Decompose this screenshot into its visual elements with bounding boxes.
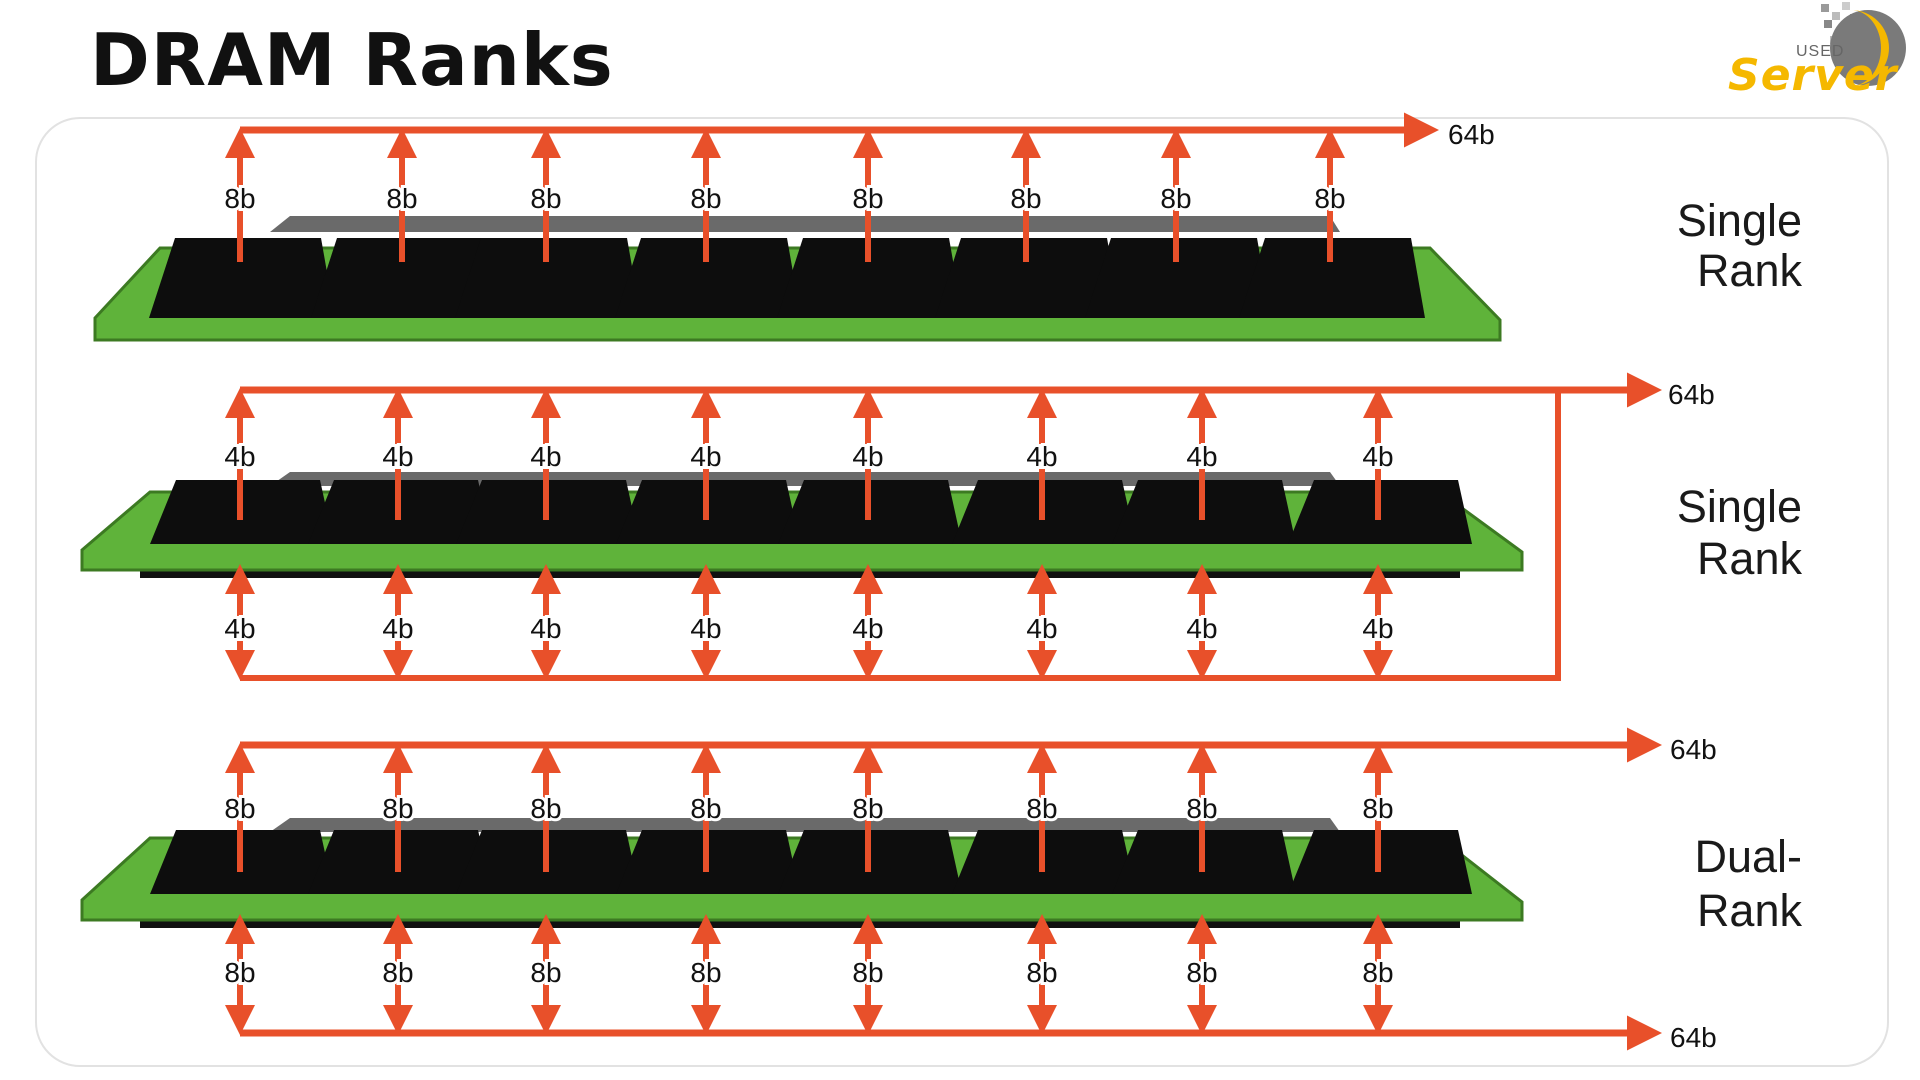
chip-width-label: 8b: [1314, 183, 1345, 214]
dram-chip: [455, 238, 641, 318]
chip-width-label: 4b: [852, 441, 883, 472]
chip-width-label: 8b: [690, 793, 721, 824]
bottom-bus-label: 64b: [1670, 1022, 1717, 1053]
chip-width-label: 4b: [1362, 441, 1393, 472]
used-server-logo: USED Server: [1728, 2, 1906, 100]
chip-width-label: 8b: [386, 183, 417, 214]
chip-width-label: 8b: [224, 793, 255, 824]
module-heatspreader: [270, 216, 1340, 232]
dram-chip: [149, 238, 335, 318]
chip-width-label: 8b: [530, 793, 561, 824]
chip-width-label-bottom: 4b: [224, 613, 255, 644]
chip-width-label: 4b: [530, 441, 561, 472]
chip-width-label-bottom: 8b: [530, 957, 561, 988]
chip-width-label: 4b: [1026, 441, 1057, 472]
bottom-return-line: [240, 390, 1561, 681]
chip-width-label-bottom: 8b: [1026, 957, 1057, 988]
chip-width-label: 8b: [1186, 793, 1217, 824]
chip-width-label-bottom: 4b: [1186, 613, 1217, 644]
chip-width-label: 4b: [690, 441, 721, 472]
chip-width-label: 8b: [852, 793, 883, 824]
chip-width-label: 4b: [382, 441, 413, 472]
dram-chip: [311, 238, 497, 318]
chip-width-label-bottom: 4b: [852, 613, 883, 644]
module-heatspreader: [270, 818, 1340, 832]
module-dual-rank-x8: 8b 8b 8b 8b 8b 8b 8b 8b 8b 8b 8b 8b 8b 8b 8b 8b 64b 64…: [80, 727, 1803, 1053]
chip-width-label: 8b: [1010, 183, 1041, 214]
dram-chip: [1085, 238, 1271, 318]
top-bus-label: 64b: [1668, 379, 1715, 410]
chip-width-label-bottom: 8b: [690, 957, 721, 988]
rank-label-line1: Single: [1677, 481, 1802, 532]
chip-width-label: 8b: [224, 183, 255, 214]
rank-label-line2: Rank: [1697, 533, 1803, 584]
chip-width-label-bottom: 4b: [1362, 613, 1393, 644]
chip-width-label: 8b: [690, 183, 721, 214]
chip-width-label: 8b: [1362, 793, 1393, 824]
module-single-rank-x8: 8b 8b 8b 8b 8b 8b 8b 8b 64b Single Rank: [93, 112, 1803, 342]
chip-width-label-bottom: 8b: [1186, 957, 1217, 988]
chip-width-label: 8b: [852, 183, 883, 214]
rank-label-line2: Rank: [1697, 245, 1803, 296]
chip-width-label: 4b: [224, 441, 255, 472]
chip-width-label: 8b: [1160, 183, 1191, 214]
rank-label-line1: Single: [1677, 195, 1802, 246]
dram-chip: [777, 238, 963, 318]
chip-width-label: 8b: [1026, 793, 1057, 824]
logo-small-text: USED: [1796, 43, 1844, 60]
module-single-rank-x4: 4b 4b 4b 4b 4b 4b 4b 4b 4b 4b 4b 4b 4b 4b 4b 4b 64b Si…: [80, 372, 1803, 681]
chip-width-label: 8b: [530, 183, 561, 214]
chip-width-label-bottom: 4b: [530, 613, 561, 644]
top-bus-label: 64b: [1670, 734, 1717, 765]
chip-width-label-bottom: 8b: [1362, 957, 1393, 988]
dram-chip: [615, 238, 801, 318]
content-frame: [35, 117, 1889, 1067]
page-title: DRAM Ranks: [90, 18, 614, 102]
chip-width-label-bottom: 8b: [852, 957, 883, 988]
chip-width-label-bottom: 8b: [224, 957, 255, 988]
dram-chip: [935, 238, 1121, 318]
rank-label-line2: Rank: [1697, 885, 1803, 936]
logo-big-text: Server: [1728, 50, 1899, 100]
chip-width-label: 4b: [1186, 441, 1217, 472]
logo-crescent-yellow: [1851, 10, 1889, 86]
chip-width-label-bottom: 8b: [382, 957, 413, 988]
chip-width-label-bottom: 4b: [690, 613, 721, 644]
dram-chip: [1239, 238, 1425, 318]
chip-width-label-bottom: 4b: [382, 613, 413, 644]
top-bus-label: 64b: [1448, 119, 1495, 150]
logo-circle-gray: [1830, 10, 1906, 86]
chip-width-label: 8b: [382, 793, 413, 824]
rank-label-line1: Dual-: [1694, 831, 1802, 882]
chip-width-label-bottom: 4b: [1026, 613, 1057, 644]
